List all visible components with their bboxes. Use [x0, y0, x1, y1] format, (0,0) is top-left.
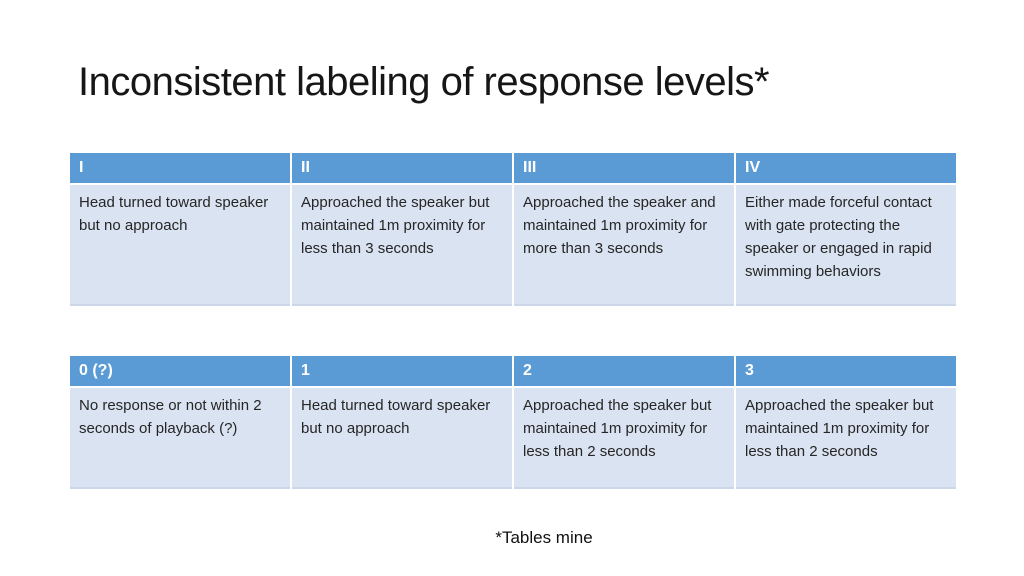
table-cell: Approached the speaker but maintained 1m… — [514, 388, 734, 489]
column-header: III — [514, 153, 734, 183]
column-header: 0 (?) — [70, 356, 290, 386]
column-header: IV — [736, 153, 956, 183]
column-header: 2 — [514, 356, 734, 386]
slide-title: Inconsistent labeling of response levels… — [78, 60, 770, 104]
column-header: I — [70, 153, 290, 183]
column-header: II — [292, 153, 512, 183]
table-cell: Either made forceful contact with gate p… — [736, 185, 956, 306]
table-cell: Approached the speaker and maintained 1m… — [514, 185, 734, 306]
footnote: *Tables mine — [495, 528, 593, 547]
response-table-numeric: 0 (?) 1 2 3 No response or not within 2 … — [70, 356, 956, 489]
table-cell: Head turned toward speaker but no approa… — [292, 388, 512, 489]
table-cell: Head turned toward speaker but no approa… — [70, 185, 290, 306]
table-cell: Approached the speaker but maintained 1m… — [292, 185, 512, 306]
table-cell: No response or not within 2 seconds of p… — [70, 388, 290, 489]
response-table-roman: I II III IV Head turned toward speaker b… — [70, 153, 956, 306]
column-header: 1 — [292, 356, 512, 386]
column-header: 3 — [736, 356, 956, 386]
footnote-container: *Tables mine — [64, 528, 1024, 548]
table-cell: Approached the speaker but maintained 1m… — [736, 388, 956, 489]
